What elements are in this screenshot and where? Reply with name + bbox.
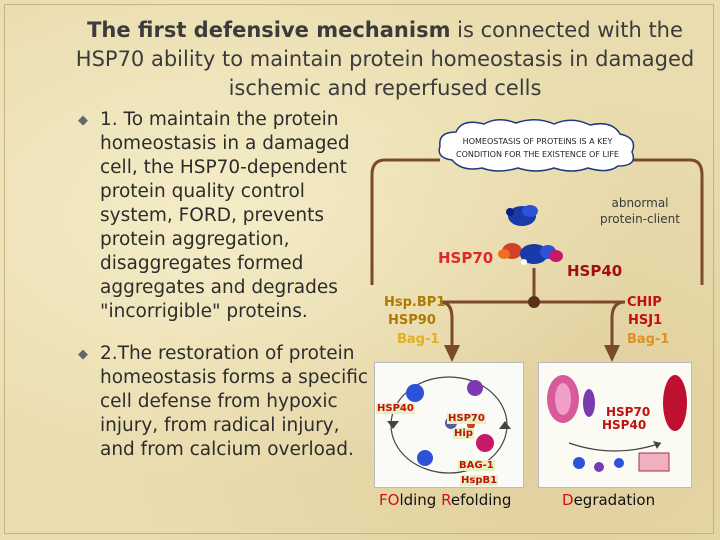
degradation-caption: Degradation [562,491,656,509]
cloud-shape [438,119,635,172]
bullet-icon: ◆ [78,347,88,362]
hsp40-label: HSP40 [567,262,623,280]
hsp70-label: HSP70 [438,249,494,267]
slide-frame [4,4,714,534]
photo-label-hsp40-right: HSP40 [602,418,647,432]
right-group-label-2: HSJ1 [628,313,663,328]
bullet-item: ◆2.The restoration of protein homeostasi… [78,343,369,460]
bullet-icon: ◆ [78,113,88,128]
photo-label-hsp70: HSP70 [447,413,486,424]
folding-cycle-diagram [387,376,511,474]
photo-label-hspb1: HspB1 [460,475,499,486]
right-group-label-3: Bag-1 [627,332,670,347]
photo-label-bag1: BAG-1 [458,460,495,471]
slide-title: The first defensive mechanism is connect… [75,18,695,100]
left-group-label-3: Bag-1 [397,332,440,347]
folding-refolding-caption: FOlding Refolding [379,491,512,509]
folding-cycle-panel [374,362,524,488]
bullet-item: ◆1. To maintain the protein homeostasis … [78,109,350,322]
photo-label-hip: Hip [453,428,474,439]
right-group-label-1: CHIP [627,295,662,310]
degradation-diagram [541,365,689,485]
photo-label-hsp70-right: HSP70 [606,405,651,419]
degradation-panel [538,362,692,488]
abnormal-protein-label: abnormal protein-client [600,196,680,226]
left-group-label-1: Hsp.BP1 [384,295,446,310]
left-group-label-2: HSP90 [388,313,436,328]
protein-cluster-icon [498,205,563,265]
junction-dot [528,296,540,308]
photo-label-hsp40: HSP40 [376,403,415,414]
cloud-text: HOMEOSTASIS OF PROTEINS IS A KEY CONDITI… [456,137,619,159]
bullet-list: ◆1. To maintain the protein homeostasis … [78,108,378,480]
